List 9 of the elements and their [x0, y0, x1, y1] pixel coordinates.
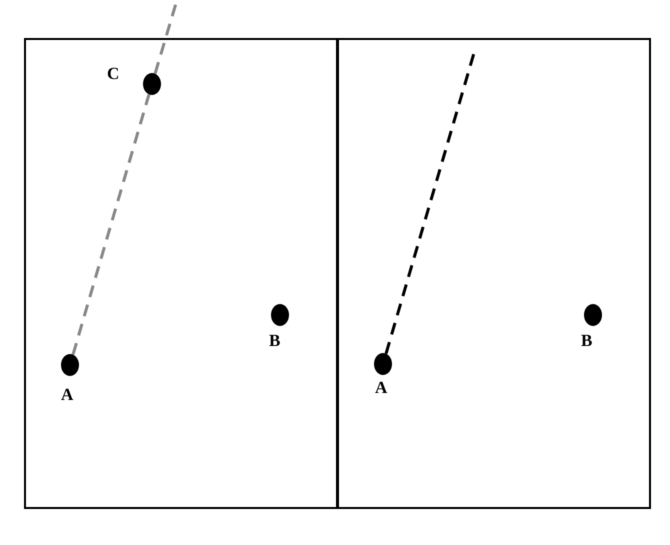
dashed-line [72, 94, 150, 356]
point-label: C [107, 65, 120, 83]
panel-frame [24, 38, 338, 509]
point-label: B [269, 332, 280, 350]
point-label: A [61, 386, 74, 404]
point-label: B [581, 332, 592, 350]
dashed-line [384, 52, 476, 354]
point-label: A [375, 379, 388, 397]
panel-frame [337, 38, 651, 509]
